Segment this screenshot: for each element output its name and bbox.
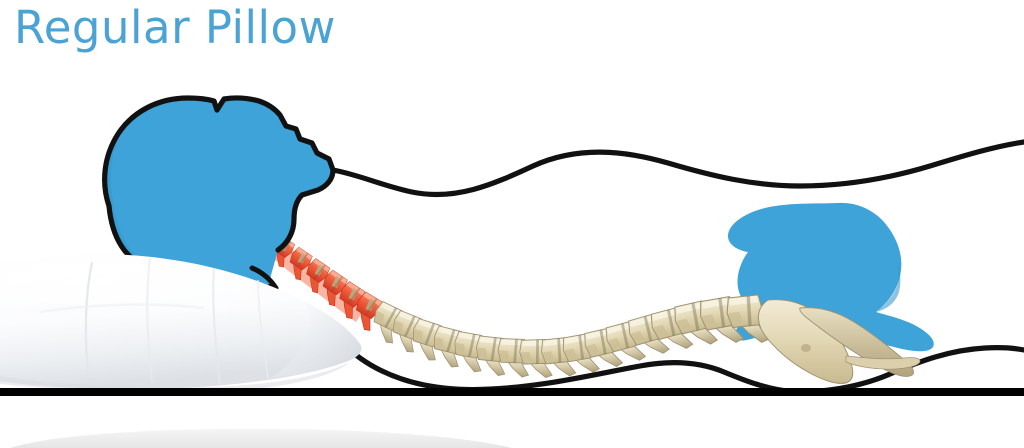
lower-comparison-pillow — [10, 428, 512, 448]
sacrum-and-pelvis — [758, 299, 921, 384]
regular-pillow — [0, 254, 362, 394]
mattress-line — [0, 388, 1024, 396]
